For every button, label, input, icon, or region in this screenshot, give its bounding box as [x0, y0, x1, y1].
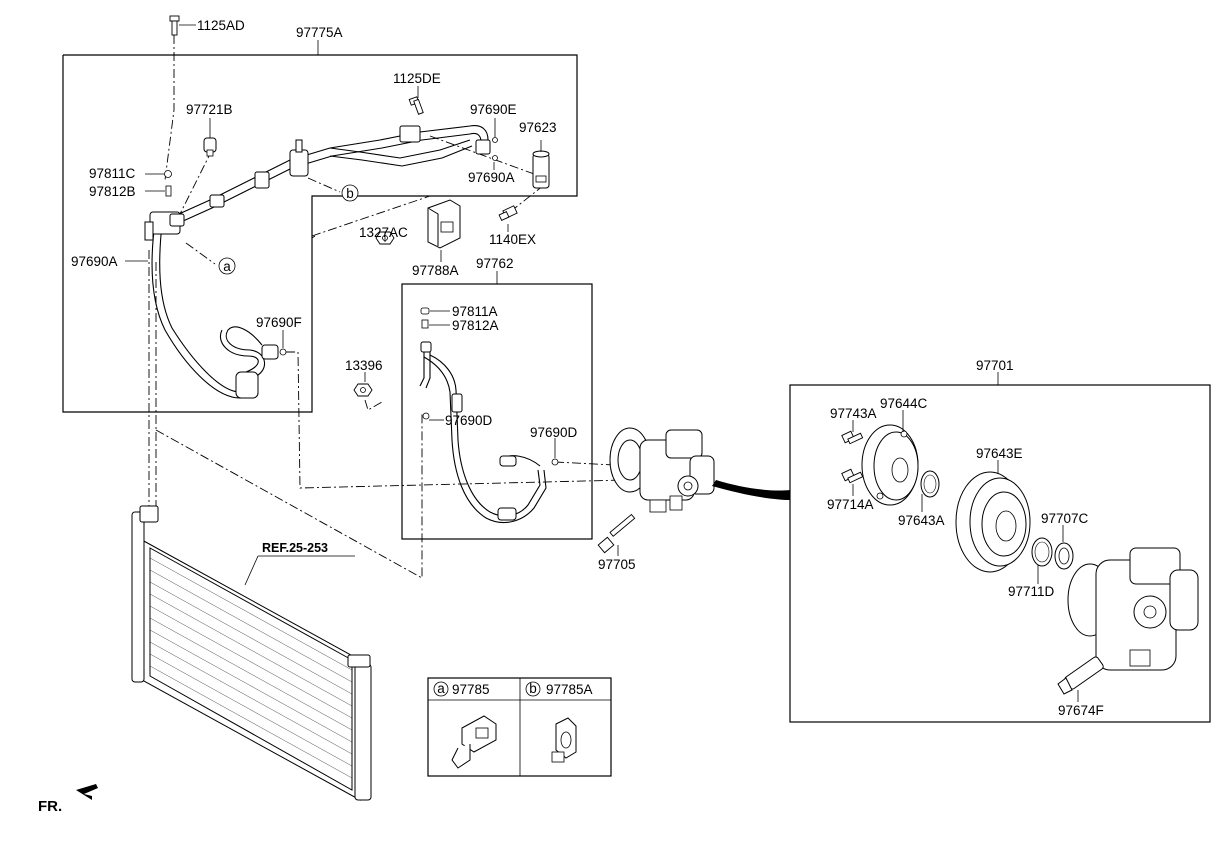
label-97762: 97762: [476, 256, 514, 271]
label-97643A: 97643A: [898, 513, 945, 528]
callout-a-text: a: [223, 259, 231, 274]
label-97721B: 97721B: [186, 102, 233, 117]
callout-b-text: b: [346, 186, 354, 201]
label-97711D: 97711D: [1008, 584, 1055, 599]
label-ref: REF.25-253: [262, 541, 328, 555]
label-1125DE: 1125DE: [393, 71, 441, 86]
label-1125AD: 1125AD: [197, 18, 245, 33]
label-97775A: 97775A: [296, 25, 343, 40]
legend-a-code: 97785: [452, 682, 490, 697]
label-97690A-top: 97690A: [468, 170, 515, 185]
callout-a: [218, 257, 236, 275]
label-97811A: 97811A: [452, 304, 498, 319]
core-97812B: [165, 185, 172, 197]
part-labels: 1125AD 97775A 1125DE 97721B 97690E 97623…: [38, 18, 1104, 815]
bolt-1140EX: [498, 205, 518, 222]
oring-97690A: [492, 155, 498, 161]
legend-b-circle: [525, 681, 541, 697]
label-97707C: 97707C: [1041, 511, 1089, 526]
label-97690A-left: 97690A: [71, 254, 118, 269]
label-97812A: 97812A: [452, 318, 499, 333]
callout-b: [341, 184, 359, 202]
transducer-97623: [532, 150, 550, 189]
oring-97690F: [279, 348, 287, 356]
label-1327AC: 1327AC: [359, 225, 408, 240]
label-97743A: 97743A: [830, 406, 877, 421]
legend-a-letter: a: [437, 681, 445, 696]
cap-97811C: [164, 170, 172, 178]
label-fr: FR.: [38, 798, 62, 815]
label-97644C: 97644C: [880, 396, 928, 411]
legend-b-code: 97785A: [546, 682, 593, 697]
label-97643E: 97643E: [976, 446, 1023, 461]
label-97811C: 97811C: [89, 166, 136, 181]
label-13396: 13396: [345, 358, 383, 373]
nut-13396: [353, 383, 373, 397]
oring-97690E: [492, 137, 498, 143]
label-97690E: 97690E: [470, 102, 517, 117]
bolt-1125AD: [169, 15, 180, 36]
label-97705: 97705: [598, 557, 636, 572]
label-97788A: 97788A: [412, 263, 459, 278]
bracket-97788A: [427, 199, 461, 249]
bolt-97705: [597, 513, 636, 554]
hose-assembly-97762: [419, 307, 559, 523]
condenser: [131, 505, 372, 801]
label-1140EX: 1140EX: [489, 232, 536, 247]
label-97674F: 97674F: [1058, 703, 1104, 718]
front-arrow-icon: [76, 784, 98, 800]
assembly-box-97775A: [62, 54, 578, 413]
bolt-1125DE: [408, 96, 424, 115]
label-97690D-b: 97690D: [530, 425, 578, 440]
label-97812B: 97812B: [89, 184, 136, 199]
label-97623: 97623: [519, 120, 557, 135]
label-97690D-a: 97690D: [445, 413, 493, 428]
label-97714A: 97714A: [827, 497, 874, 512]
clip-97721B: [203, 137, 217, 157]
legend-b-letter: b: [529, 681, 537, 696]
legend-table: a 97785 b 97785A: [427, 677, 612, 777]
compressor-assembly: [609, 427, 715, 513]
label-97701: 97701: [976, 358, 1014, 373]
assembly-box-97701: [789, 384, 1211, 723]
clutch-exploded: [841, 424, 1199, 695]
hose-assembly-97775A: [144, 125, 491, 399]
label-97690F: 97690F: [256, 315, 302, 330]
legend-a-circle: [433, 681, 449, 697]
